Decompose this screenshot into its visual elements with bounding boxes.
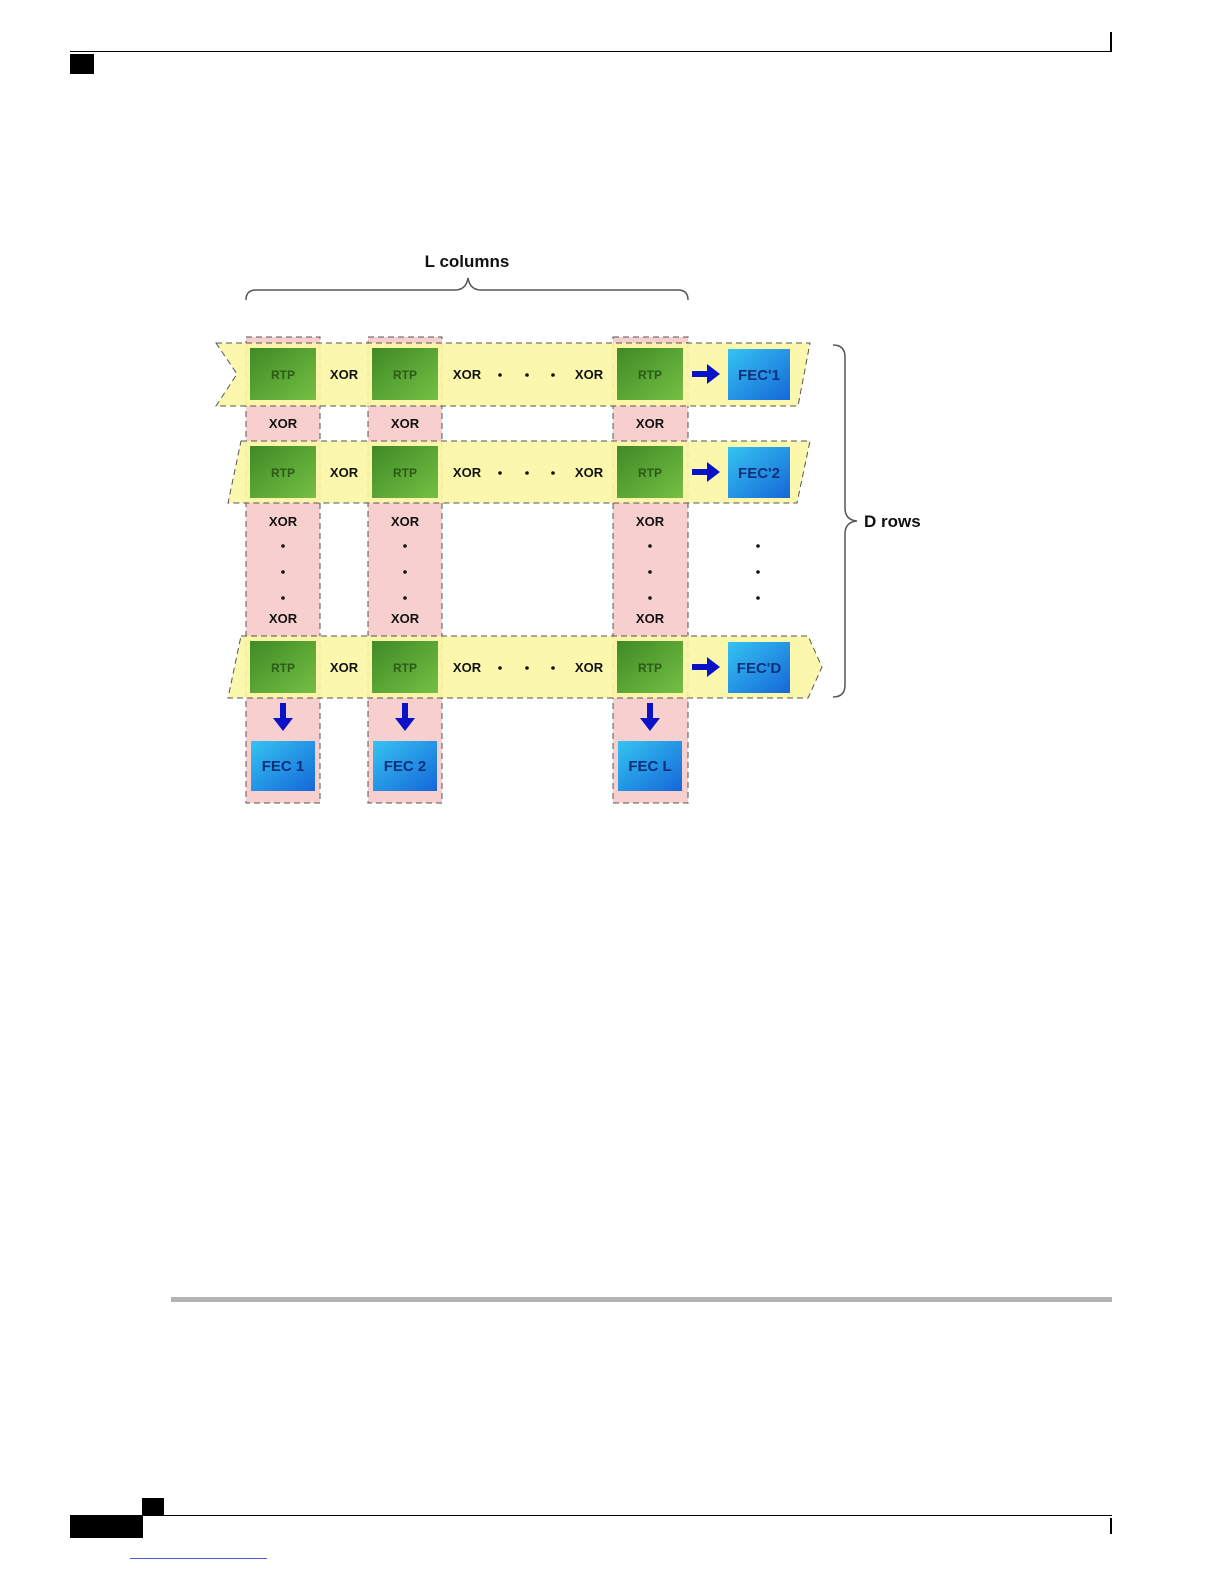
rtp-block: RTP xyxy=(250,446,316,498)
ellipsis-dot xyxy=(525,373,529,377)
ellipsis-dot xyxy=(403,596,407,600)
rtp-block: RTP xyxy=(617,641,683,693)
column-band xyxy=(368,337,442,803)
ellipsis-dot xyxy=(756,596,760,600)
ellipsis-dot xyxy=(281,596,285,600)
xor-label: XOR xyxy=(636,514,665,529)
xor-label: XOR xyxy=(269,611,298,626)
svg-text:RTP: RTP xyxy=(271,368,295,382)
ellipsis-dot xyxy=(498,471,502,475)
ellipsis-dot xyxy=(756,570,760,574)
columns-brace xyxy=(246,278,688,300)
xor-label: XOR xyxy=(391,514,420,529)
ellipsis-dot xyxy=(403,570,407,574)
xor-label: XOR xyxy=(453,660,482,675)
row-fec-block: FEC'1 xyxy=(728,349,790,400)
xor-label: XOR xyxy=(453,367,482,382)
rtp-block: RTP xyxy=(372,446,438,498)
rtp-block: RTP xyxy=(617,446,683,498)
svg-text:RTP: RTP xyxy=(638,466,662,480)
column-band xyxy=(613,337,688,803)
rtp-block: RTP xyxy=(372,641,438,693)
svg-text:RTP: RTP xyxy=(638,368,662,382)
svg-text:FEC 2: FEC 2 xyxy=(384,758,427,775)
svg-text:RTP: RTP xyxy=(393,466,417,480)
ellipsis-dot xyxy=(551,666,555,670)
rows-brace xyxy=(833,345,857,697)
xor-label: XOR xyxy=(636,416,665,431)
svg-text:FEC L: FEC L xyxy=(628,758,671,775)
svg-text:FEC'D: FEC'D xyxy=(737,660,782,677)
ellipsis-dot xyxy=(498,373,502,377)
rtp-block: RTP xyxy=(372,348,438,400)
xor-label: XOR xyxy=(330,660,359,675)
ellipsis-dot xyxy=(756,544,760,548)
rtp-block: RTP xyxy=(250,641,316,693)
ellipsis-dot xyxy=(525,666,529,670)
rtp-block: RTP xyxy=(250,348,316,400)
ellipsis-dot xyxy=(525,471,529,475)
xor-label: XOR xyxy=(330,367,359,382)
xor-label: XOR xyxy=(391,416,420,431)
column-bands xyxy=(246,337,688,803)
row-fec-block: FEC'2 xyxy=(728,447,790,498)
ellipsis-dot xyxy=(551,373,555,377)
xor-label: XOR xyxy=(575,465,604,480)
svg-text:RTP: RTP xyxy=(393,368,417,382)
xor-label: XOR xyxy=(453,465,482,480)
svg-text:RTP: RTP xyxy=(271,466,295,480)
svg-text:FEC'2: FEC'2 xyxy=(738,465,780,482)
column-arrows xyxy=(273,703,660,731)
svg-text:RTP: RTP xyxy=(271,661,295,675)
ellipsis-dot xyxy=(648,596,652,600)
ellipsis-dot xyxy=(281,544,285,548)
svg-text:FEC'1: FEC'1 xyxy=(738,367,780,384)
column-fec-block: FEC L xyxy=(618,741,682,791)
svg-text:FEC 1: FEC 1 xyxy=(262,758,305,775)
ellipsis-dot xyxy=(498,666,502,670)
xor-label: XOR xyxy=(636,611,665,626)
rows-label: D rows xyxy=(864,512,921,531)
ellipsis-dot xyxy=(281,570,285,574)
svg-text:RTP: RTP xyxy=(638,661,662,675)
column-fec-block: FEC 2 xyxy=(373,741,437,791)
columns-label: L columns xyxy=(425,252,510,271)
row-arrows xyxy=(692,364,720,677)
column-band xyxy=(246,337,320,803)
ellipsis-dot xyxy=(403,544,407,548)
xor-label: XOR xyxy=(575,367,604,382)
xor-label: XOR xyxy=(269,416,298,431)
svg-text:RTP: RTP xyxy=(393,661,417,675)
xor-label: XOR xyxy=(391,611,420,626)
rtp-block: RTP xyxy=(617,348,683,400)
ellipsis-dot xyxy=(648,544,652,548)
ellipsis-dot xyxy=(551,471,555,475)
xor-label: XOR xyxy=(269,514,298,529)
xor-label: XOR xyxy=(330,465,359,480)
ellipsis-dot xyxy=(648,570,652,574)
row-fec-block: FEC'D xyxy=(728,642,790,693)
column-fec-block: FEC 1 xyxy=(251,741,315,791)
xor-label: XOR xyxy=(575,660,604,675)
